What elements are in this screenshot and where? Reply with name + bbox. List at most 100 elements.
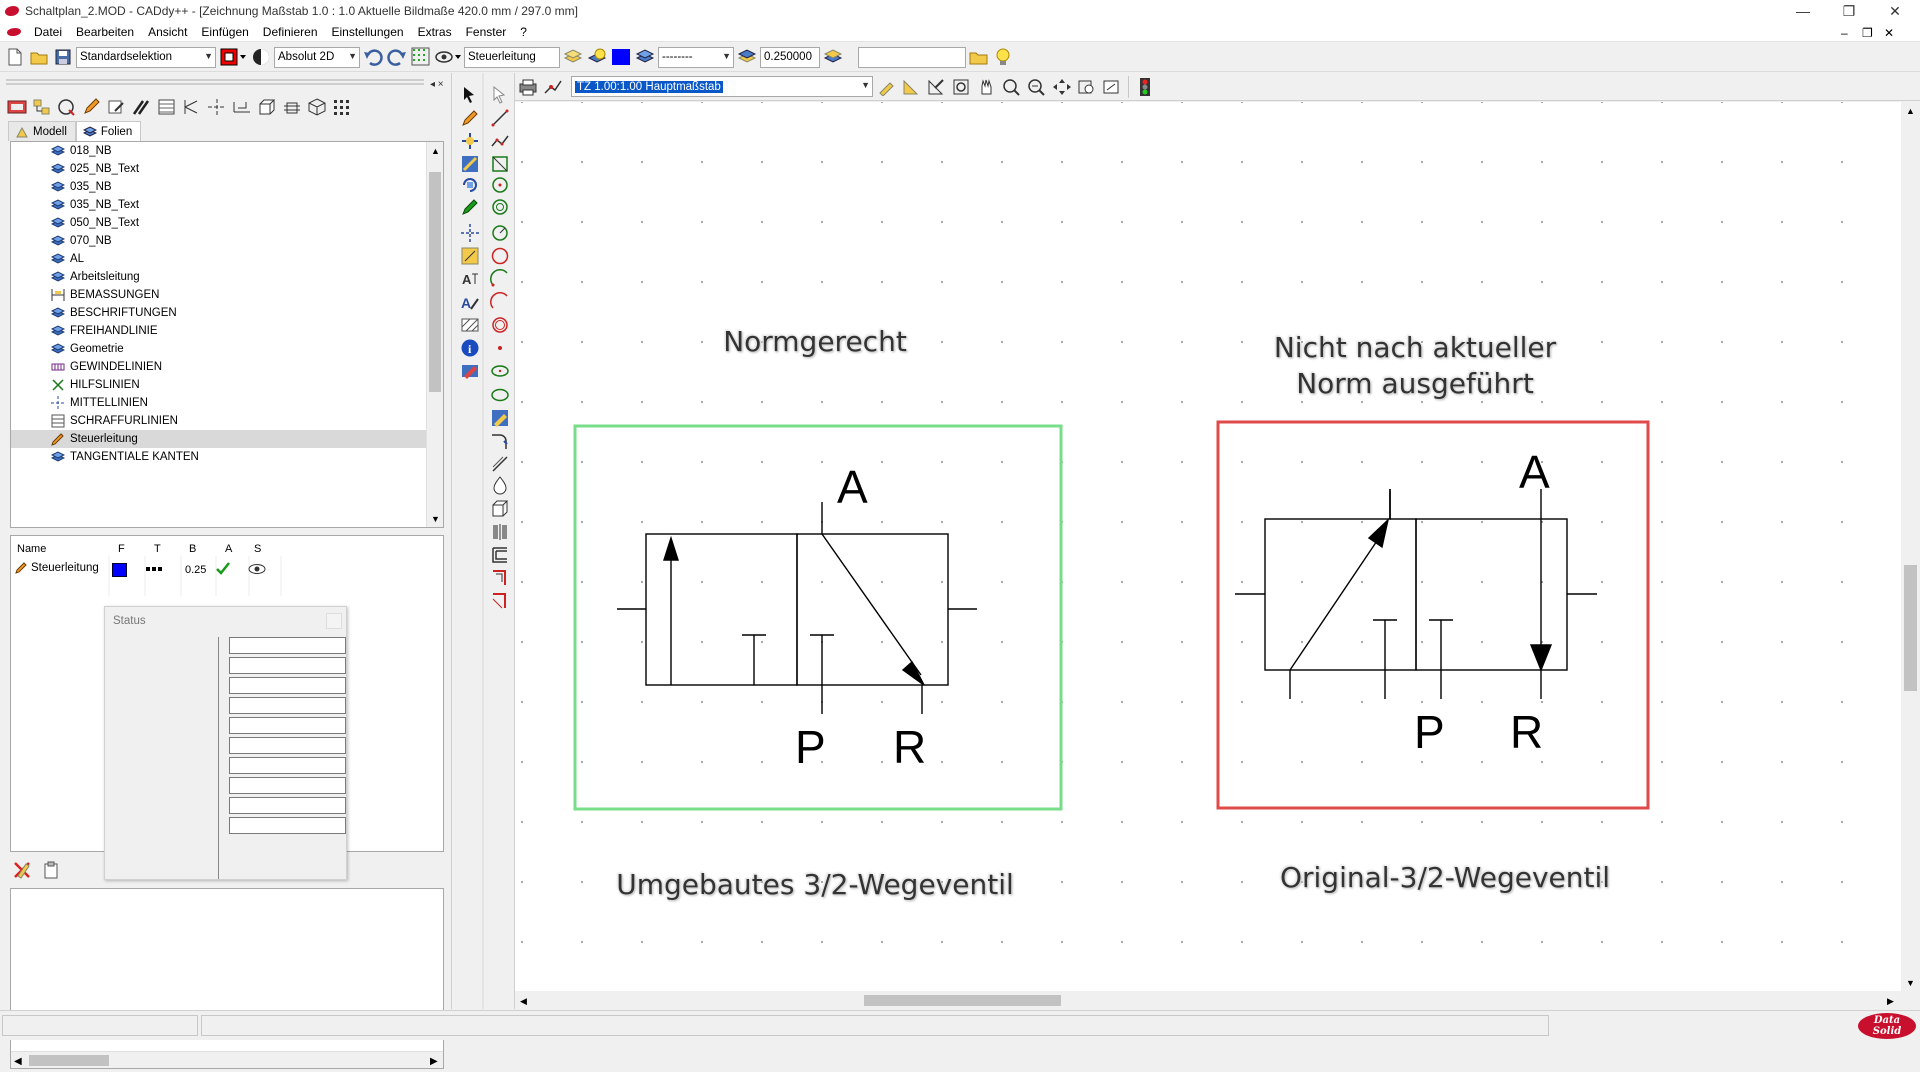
layer-item[interactable]: 070_NB <box>11 232 443 250</box>
menu-einfuegen[interactable]: Einfügen <box>201 24 249 39</box>
arc-icon[interactable] <box>489 268 511 290</box>
pan-hand-icon[interactable] <box>976 76 998 98</box>
arc-3pt-icon[interactable] <box>489 291 511 313</box>
menu-definieren[interactable]: Definieren <box>262 24 318 39</box>
modify-icon[interactable] <box>459 130 481 152</box>
grid-icon[interactable] <box>410 46 432 68</box>
menu-ansicht[interactable]: Ansicht <box>148 24 188 39</box>
layer-light-icon[interactable] <box>586 46 608 68</box>
zoom-out-icon[interactable] <box>1026 76 1048 98</box>
zoom-pencil-icon[interactable] <box>876 76 898 98</box>
layer-item[interactable]: 018_NB <box>11 142 443 160</box>
output-horizontal-scrollbar[interactable]: ◀▶ <box>11 1051 443 1068</box>
menu-bearbeiten[interactable]: Bearbeiten <box>76 24 135 39</box>
multi-pencil-icon[interactable] <box>131 96 153 118</box>
zoom-in-icon[interactable] <box>1001 76 1023 98</box>
traffic-light-icon[interactable] <box>1134 76 1156 98</box>
layer-item[interactable]: BESCHRIFTUNGEN <box>11 304 443 322</box>
edit-text-icon[interactable] <box>106 96 128 118</box>
section-icon[interactable] <box>281 96 303 118</box>
redo-icon[interactable] <box>386 46 408 68</box>
eraser-icon[interactable] <box>459 360 481 382</box>
polyline-icon[interactable] <box>489 130 511 152</box>
ellipse-arc-icon[interactable] <box>489 384 511 406</box>
layer-item[interactable]: GEWINDELINIEN <box>11 358 443 376</box>
clipboard-icon[interactable] <box>40 859 62 881</box>
selection-color-icon[interactable] <box>218 46 248 68</box>
menu-extras[interactable]: Extras <box>417 24 452 39</box>
mdi-restore-button[interactable]: ❐ <box>1862 26 1873 40</box>
circle-center-icon[interactable] <box>489 174 511 196</box>
menu-help[interactable]: ? <box>520 24 527 39</box>
layer-tree-scrollbar[interactable]: ▲▼ <box>426 142 443 527</box>
col-color-header[interactable]: F <box>118 543 125 555</box>
pencil-icon[interactable] <box>81 96 103 118</box>
panel-grip[interactable]: ◂ × <box>4 77 444 90</box>
offset-icon[interactable] <box>489 544 511 566</box>
line-type-select[interactable]: --------▼ <box>658 46 734 68</box>
snap-options-icon[interactable] <box>434 46 462 68</box>
coordinate-icon[interactable] <box>250 46 272 68</box>
layer-item[interactable]: FREIHANDLINIE <box>11 322 443 340</box>
layer-item[interactable]: 050_NB_Text <box>11 214 443 232</box>
corner-red-icon[interactable] <box>489 590 511 612</box>
cube-icon[interactable] <box>306 96 328 118</box>
folder-bulb-icon[interactable] <box>968 46 990 68</box>
delete-pencil-icon[interactable] <box>12 859 34 881</box>
linewidth-icon[interactable] <box>736 46 758 68</box>
layer-item[interactable]: BEMASSUNGEN <box>11 286 443 304</box>
new-file-icon[interactable] <box>4 46 26 68</box>
layer-item[interactable]: Geometrie <box>11 340 443 358</box>
linetype-icon[interactable] <box>634 46 656 68</box>
rectangle-icon[interactable] <box>489 153 511 175</box>
object-tree-icon[interactable] <box>31 96 53 118</box>
menu-datei[interactable]: Datei <box>34 24 63 39</box>
draw-pen-icon[interactable] <box>459 196 481 218</box>
concentric-circle-icon[interactable] <box>489 196 511 218</box>
layer-item[interactable]: MITTELLINIEN <box>11 394 443 412</box>
col-visible-header[interactable]: S <box>254 543 262 555</box>
lightbulb-icon[interactable] <box>992 46 1014 68</box>
extra-input-field[interactable] <box>858 46 966 68</box>
tab-modell[interactable]: Modell <box>8 121 76 141</box>
mirror-icon[interactable] <box>489 521 511 543</box>
triangle-ruler-icon[interactable] <box>901 76 923 98</box>
print-icon[interactable] <box>517 76 539 98</box>
layer-item[interactable]: 025_NB_Text <box>11 160 443 178</box>
line-width-field[interactable]: 0.250000 <box>760 46 820 68</box>
zoom-extents-icon[interactable] <box>1051 76 1073 98</box>
save-icon[interactable] <box>52 46 74 68</box>
chamfer-icon[interactable] <box>489 453 511 475</box>
layer-item[interactable]: SCHRAFFURLINIEN <box>11 412 443 430</box>
select-filter-icon[interactable] <box>489 84 511 106</box>
zoom-previous-icon[interactable] <box>1076 76 1098 98</box>
circle-icon[interactable] <box>489 245 511 267</box>
layer-color-swatch[interactable] <box>112 563 127 577</box>
eye-icon[interactable] <box>248 563 266 575</box>
col-width-header[interactable]: B <box>189 543 197 555</box>
fillet-icon[interactable] <box>489 430 511 452</box>
coordinate-mode-select[interactable]: Absolut 2D▼ <box>274 46 360 68</box>
ellipse-icon[interactable] <box>489 360 511 382</box>
output-log[interactable]: ◀▶ <box>10 888 444 1069</box>
hatch-tool-icon[interactable] <box>459 314 481 336</box>
zoom-all-icon[interactable] <box>1101 76 1123 98</box>
selection-mode-select[interactable]: Standardselektion▼ <box>76 46 216 68</box>
layer-item[interactable]: HILFSLINIEN <box>11 376 443 394</box>
col-active-header[interactable]: A <box>225 543 233 555</box>
mdi-minimize-button[interactable]: – <box>1841 26 1848 40</box>
drawing-canvas[interactable]: A P R P R A Normgerecht <box>515 102 1901 991</box>
layer-item[interactable]: 035_NB <box>11 178 443 196</box>
circle-red-icon[interactable] <box>56 96 78 118</box>
layer-item[interactable]: TANGENTIALE KANTEN <box>11 448 443 466</box>
dimension-tool-icon[interactable] <box>459 245 481 267</box>
dimension-icon[interactable] <box>231 96 253 118</box>
canvas-horizontal-scrollbar[interactable]: ◀▶ <box>515 991 1901 1009</box>
line-icon[interactable] <box>489 107 511 129</box>
corner-icon[interactable] <box>489 567 511 589</box>
checkmark-icon[interactable] <box>215 561 231 577</box>
col-name-header[interactable]: Name <box>17 543 47 555</box>
viewport-scale-select[interactable]: TZ 1.00:1.00 Hauptmaßstab▼ <box>571 76 873 97</box>
layer-item[interactable]: 035_NB_Text <box>11 196 443 214</box>
